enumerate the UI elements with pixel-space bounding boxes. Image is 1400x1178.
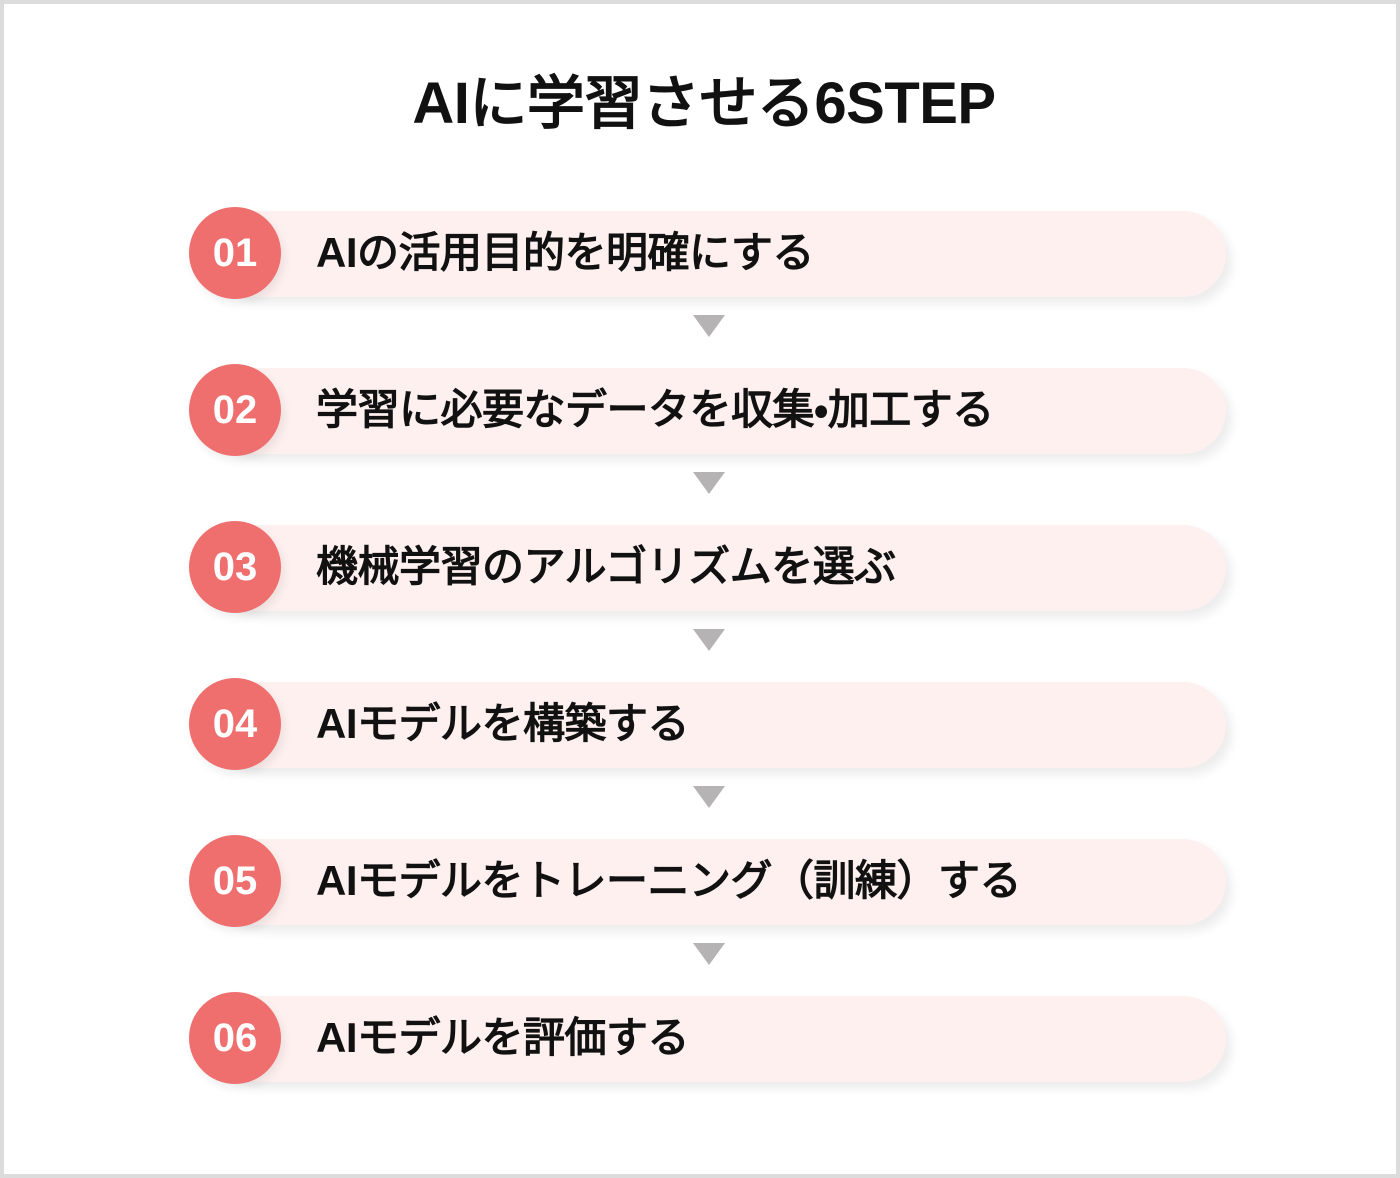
triangle-down-icon	[693, 786, 725, 808]
triangle-down-icon	[693, 472, 725, 494]
step-item-02: 02 学習に必要なデータを収集・加工する	[4, 364, 1396, 456]
step-item-05: 05 AIモデルをトレーニング（訓練）する	[4, 835, 1396, 927]
step-label: AIモデルをトレーニング（訓練）する	[316, 857, 1022, 904]
step-number-badge: 06	[189, 992, 281, 1084]
triangle-down-icon	[693, 943, 725, 965]
step-bar	[214, 211, 1226, 297]
step-item-03: 03 機械学習のアルゴリズムを選ぶ	[4, 521, 1396, 613]
step-bar	[214, 682, 1226, 768]
step-label: 機械学習のアルゴリズムを選ぶ	[316, 543, 896, 590]
page-title: AIに学習させる6STEP	[412, 71, 996, 136]
triangle-down-icon	[693, 629, 725, 651]
step-bar	[214, 839, 1226, 925]
step-bar	[214, 368, 1226, 454]
step-item-04: 04 AIモデルを構築する	[4, 678, 1396, 770]
step-number-badge: 02	[189, 364, 281, 456]
step-label: 学習に必要なデータを収集・加工する	[316, 386, 994, 433]
step-item-06: 06 AIモデルを評価する	[4, 992, 1396, 1084]
step-number-badge: 05	[189, 835, 281, 927]
step-label: AIの活用目的を明確にする	[316, 229, 814, 276]
step-item-01: 01 AIの活用目的を明確にする	[4, 207, 1396, 299]
step-label: AIモデルを評価する	[316, 1014, 690, 1061]
step-bar	[214, 996, 1226, 1082]
triangle-down-icon	[693, 315, 725, 337]
step-number-badge: 03	[189, 521, 281, 613]
step-label: AIモデルを構築する	[316, 700, 690, 747]
step-number-badge: 04	[189, 678, 281, 770]
step-number-badge: 01	[189, 207, 281, 299]
step-bar	[214, 525, 1226, 611]
steps-list: 01 AIの活用目的を明確にする 02 学習に必要なデータを収集・加工する 03…	[4, 207, 1396, 1084]
